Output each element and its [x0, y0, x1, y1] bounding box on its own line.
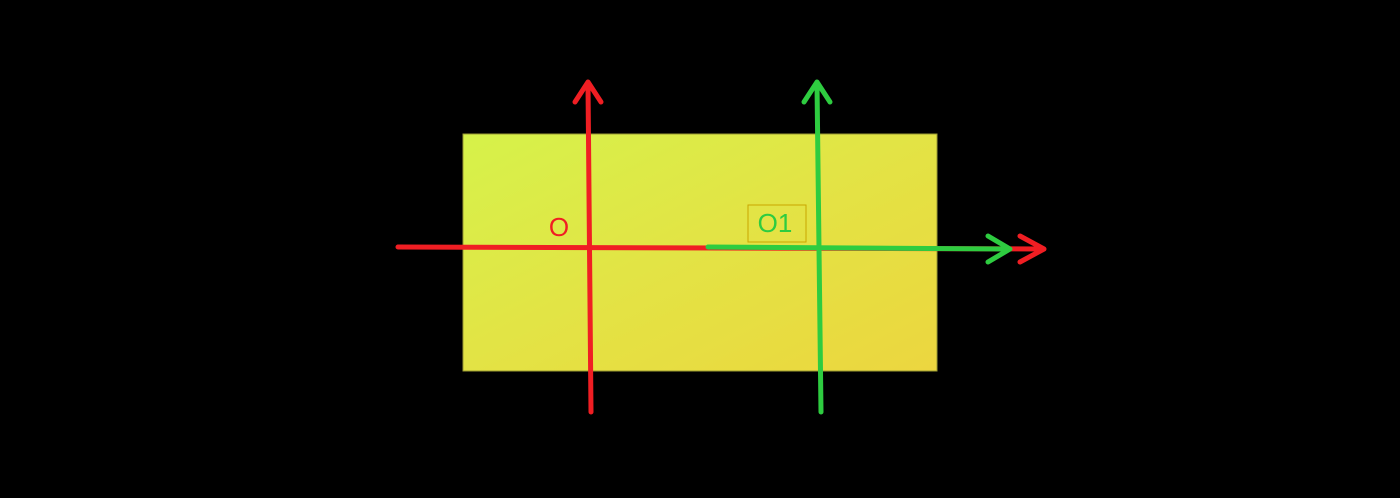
- green-y-axis: [801, 79, 833, 415]
- origin-label: O: [549, 212, 569, 242]
- green-y-arrowhead-icon: [801, 79, 833, 105]
- red-x-arrowhead-icon: [1017, 233, 1047, 265]
- red-y-arrowhead-icon: [572, 79, 604, 105]
- second-origin-label-box: [747, 204, 807, 243]
- green-x-axis: [705, 233, 1013, 265]
- green-x-arrowhead-icon: [985, 233, 1013, 265]
- second-origin-label: O1: [758, 208, 793, 238]
- yellow-rectangle: [462, 133, 938, 372]
- red-y-axis: [572, 79, 604, 415]
